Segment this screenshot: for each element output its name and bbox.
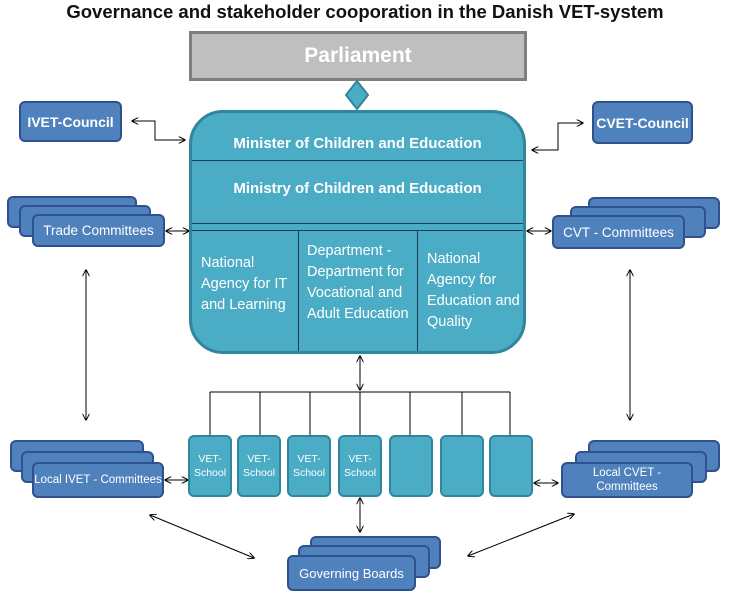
- local-cvet-label: Local CVET - Committees: [592, 467, 662, 493]
- parliament-box: Parliament: [189, 31, 527, 81]
- ivet-council-label: IVET-Council: [27, 113, 114, 130]
- governing-boards-label: Governing Boards: [299, 565, 404, 581]
- minister-label: Minister of Children and Education: [233, 134, 482, 152]
- ivet-council-box: IVET-Council: [19, 101, 122, 142]
- unit-it-learning: National Agency for IT and Learning: [201, 255, 287, 313]
- vet-school-label: VET-School: [292, 453, 326, 479]
- unit-education-quality: National Agency for Education and Qualit…: [427, 251, 520, 330]
- ministry-block: Minister of Children and Education Minis…: [189, 110, 526, 354]
- ministry-label: Ministry of Children and Education: [233, 179, 482, 197]
- arrow-local-ivet-boards: [150, 515, 254, 558]
- parliament-label: Parliament: [304, 44, 412, 67]
- trade-committees-box: Trade Committees: [32, 214, 165, 247]
- local-ivet-box: Local IVET - Committees: [32, 462, 164, 498]
- local-ivet-label: Local IVET - Committees: [34, 474, 162, 486]
- vet-school-5: [389, 435, 433, 497]
- cvet-council-label: CVET-Council: [596, 114, 689, 131]
- local-cvet-box: Local CVET - Committees: [561, 462, 693, 498]
- vet-school-6: [440, 435, 484, 497]
- arrow-local-cvet-boards: [468, 514, 574, 556]
- vet-school-3: VET-School: [287, 435, 331, 497]
- vet-school-label: VET-School: [242, 453, 276, 479]
- vet-school-4: VET-School: [338, 435, 382, 497]
- vet-school-2: VET-School: [237, 435, 281, 497]
- vet-school-7: [489, 435, 533, 497]
- vet-school-label: VET-School: [343, 453, 377, 479]
- cvt-committees-label: CVT - Committees: [563, 224, 674, 240]
- governing-boards-box: Governing Boards: [287, 555, 416, 591]
- vet-school-1: VET-School: [188, 435, 232, 497]
- unit-vocational-adult: Department - Department for Vocational a…: [307, 243, 409, 322]
- arrow-ivet-ministry: [132, 121, 185, 140]
- cvt-committees-box: CVT - Committees: [552, 215, 685, 249]
- cvet-council-box: CVET-Council: [592, 101, 693, 144]
- trade-committees-label: Trade Committees: [43, 223, 154, 238]
- diagram-title: Governance and stakeholder cooporation i…: [66, 1, 664, 22]
- arrow-cvet-ministry: [532, 123, 583, 150]
- vet-school-label: VET-School: [193, 453, 227, 479]
